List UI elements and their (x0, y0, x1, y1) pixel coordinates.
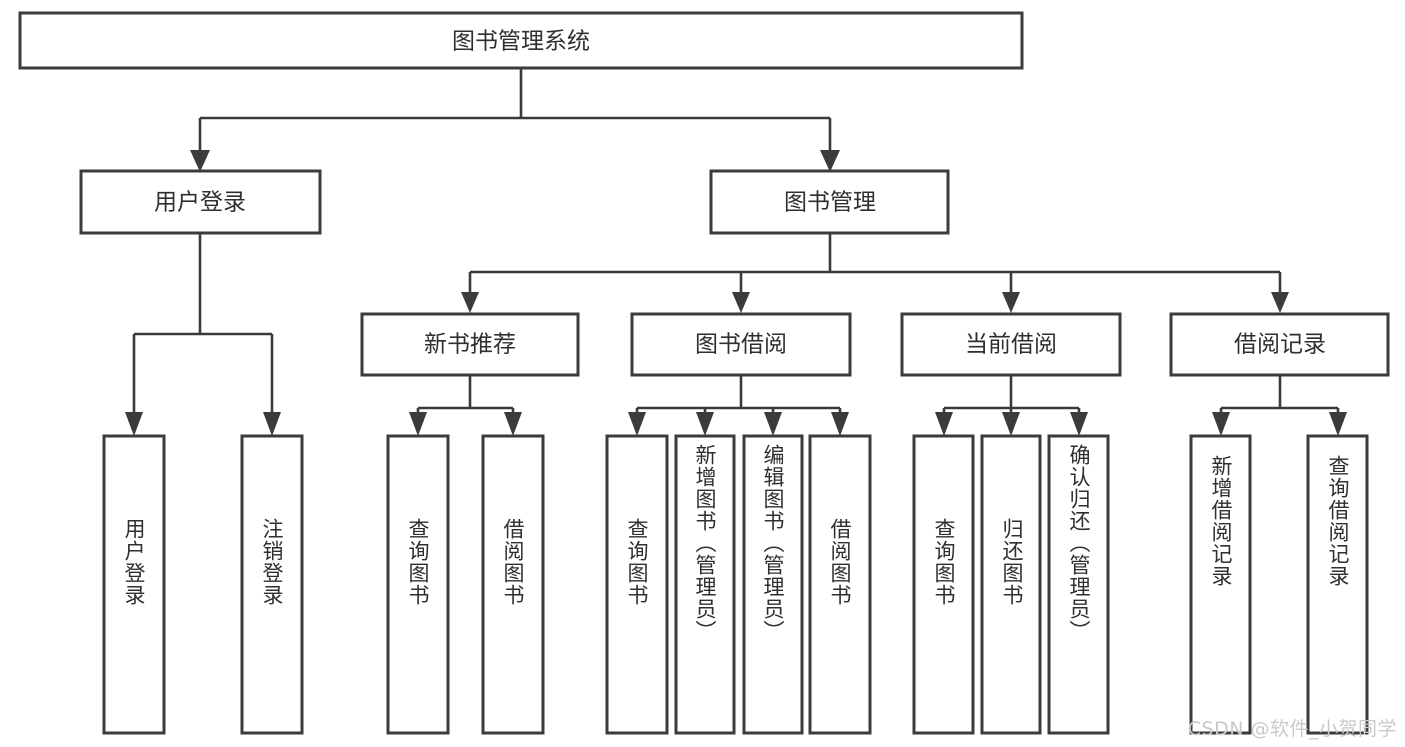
leaf-box-user-login[interactable] (102, 434, 166, 735)
node-user-login[interactable]: 用户登录 (79, 169, 322, 235)
leaf-box-borrow-book-2[interactable] (808, 434, 872, 735)
arrow-to-leaf-user-login (125, 412, 143, 436)
node-current-borrow-label: 当前借阅 (965, 332, 1057, 358)
leaf-box-logout[interactable] (240, 434, 304, 735)
arrow-to-leaf-borrow-book-2 (831, 412, 849, 436)
arrow-to-book-manage (820, 150, 840, 172)
node-root-label: 图书管理系统 (452, 29, 590, 55)
arrow-to-leaf-logout (263, 412, 281, 436)
arrow-to-current-borrow (1002, 292, 1020, 313)
arrow-to-new-book-recommend (461, 292, 479, 313)
leaf-box-borrow-book-1[interactable] (481, 434, 545, 735)
node-borrow-record-box[interactable] (1169, 312, 1390, 377)
arrow-to-leaf-query-book-1 (409, 412, 427, 436)
arrow-to-user-login (190, 150, 210, 172)
node-book-manage-label: 图书管理 (784, 190, 876, 216)
node-borrow-record[interactable]: 借阅记录 (1169, 312, 1390, 377)
connector-layer (125, 68, 1347, 436)
node-new-book-recommend[interactable]: 新书推荐 (360, 312, 580, 377)
node-current-borrow-box[interactable] (900, 312, 1122, 377)
leaf-box-confirm-return[interactable] (1047, 434, 1110, 735)
node-book-manage-box[interactable] (709, 169, 950, 235)
arrow-to-leaf-query-book-3 (935, 412, 953, 436)
arrow-to-leaf-edit-book (764, 412, 782, 436)
arrow-to-leaf-borrow-book-1 (504, 412, 522, 436)
leaf-box-add-book[interactable] (674, 434, 736, 735)
arrow-to-book-borrow (732, 292, 750, 313)
leaf-box-edit-book[interactable] (742, 434, 804, 735)
leaf-box-query-book-3[interactable] (912, 434, 975, 735)
node-new-book-recommend-box[interactable] (360, 312, 580, 377)
node-book-borrow[interactable]: 图书借阅 (630, 312, 852, 377)
arrow-to-leaf-return-book (1002, 412, 1020, 436)
arrow-to-borrow-record (1271, 292, 1289, 313)
node-book-manage[interactable]: 图书管理 (709, 169, 950, 235)
leaf-box-return-book[interactable] (980, 434, 1042, 735)
csdn-watermark: CSDN @软件_小贺同学 (1187, 718, 1397, 740)
arrow-to-leaf-query-record (1329, 412, 1347, 436)
leaf-box-query-book-2[interactable] (605, 434, 669, 735)
node-new-book-recommend-label: 新书推荐 (424, 332, 516, 358)
node-root[interactable]: 图书管理系统 (18, 11, 1024, 70)
leaf-box-query-book-1[interactable] (386, 434, 450, 735)
node-user-login-box[interactable] (79, 169, 322, 235)
leaf-box-add-record[interactable] (1189, 434, 1252, 735)
arrow-to-leaf-add-record (1212, 412, 1230, 436)
arrow-to-leaf-confirm-return (1070, 412, 1088, 436)
node-current-borrow[interactable]: 当前借阅 (900, 312, 1122, 377)
node-book-borrow-label: 图书借阅 (695, 332, 787, 358)
node-book-borrow-box[interactable] (630, 312, 852, 377)
node-user-login-label: 用户登录 (154, 190, 246, 216)
node-borrow-record-label: 借阅记录 (1234, 332, 1326, 358)
arrow-to-leaf-add-book (696, 412, 714, 436)
arrow-to-leaf-query-book-2 (628, 412, 646, 436)
node-root-box[interactable] (18, 11, 1024, 70)
leaf-box-query-record[interactable] (1306, 434, 1369, 735)
